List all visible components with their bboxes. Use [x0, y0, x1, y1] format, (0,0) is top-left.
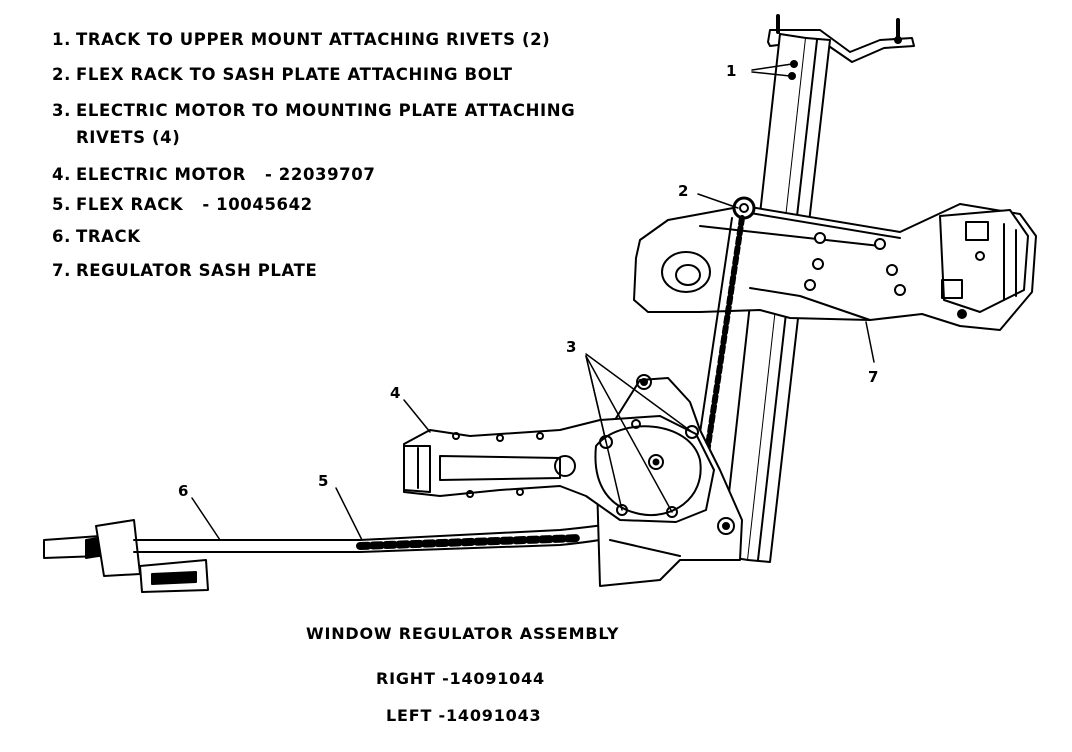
legend-item-6: 6.TRACK — [52, 227, 141, 246]
legend-text-3: ELECTRIC MOTOR TO MOUNTING PLATE ATTACHI… — [76, 101, 576, 120]
legend-text-2: FLEX RACK TO SASH PLATE ATTACHING BOLT — [76, 65, 513, 84]
callout-5: 5 — [318, 472, 328, 490]
legend-item-3-continued: RIVETS (4) — [76, 128, 181, 147]
callout-2: 2 — [678, 182, 688, 200]
legend-text-7: REGULATOR SASH PLATE — [76, 261, 318, 280]
callout-leaders — [191, 63, 875, 541]
lower-horizontal-track — [43, 519, 361, 593]
legend-item-3: 3.ELECTRIC MOTOR TO MOUNTING PLATE ATTAC… — [52, 101, 576, 120]
caption-left-part-number: LEFT -14091043 — [386, 706, 542, 725]
sash-plate — [633, 203, 1037, 331]
callout-1: 1 — [726, 62, 736, 80]
electric-motor — [403, 415, 715, 523]
legend-text-5: FLEX RACK - 10045642 — [76, 195, 313, 214]
callout-7: 7 — [868, 368, 878, 386]
callout-4: 4 — [390, 384, 400, 402]
legend-item-5: 5.FLEX RACK - 10045642 — [52, 195, 313, 214]
caption-title: WINDOW REGULATOR ASSEMBLY — [306, 624, 620, 643]
legend-text-6: TRACK — [76, 227, 141, 246]
legend-item-4: 4.ELECTRIC MOTOR - 22039707 — [52, 165, 376, 184]
legend-text-1: TRACK TO UPPER MOUNT ATTACHING RIVETS (2… — [76, 30, 551, 49]
legend-item-7: 7.REGULATOR SASH PLATE — [52, 261, 318, 280]
legend-text-4: ELECTRIC MOTOR - 22039707 — [76, 165, 376, 184]
legend-item-1: 1.TRACK TO UPPER MOUNT ATTACHING RIVETS … — [52, 30, 551, 49]
caption-right-part-number: RIGHT -14091044 — [376, 669, 545, 688]
legend-item-2: 2.FLEX RACK TO SASH PLATE ATTACHING BOLT — [52, 65, 513, 84]
callout-3: 3 — [566, 338, 576, 356]
callout-6: 6 — [178, 482, 188, 500]
